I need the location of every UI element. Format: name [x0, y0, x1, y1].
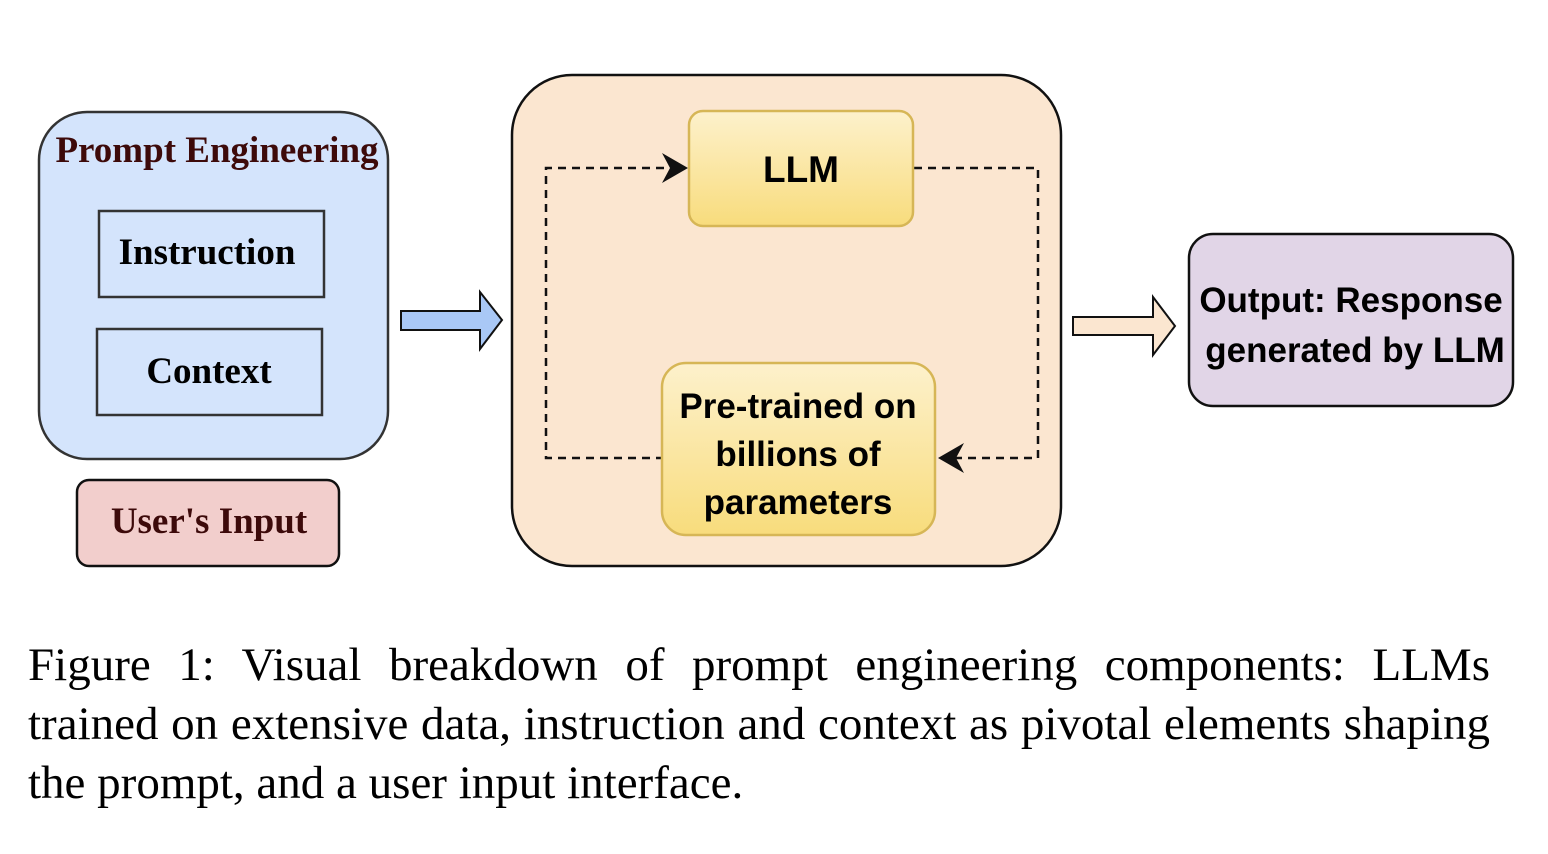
- output-box: [1187, 232, 1515, 408]
- context-box: [95, 327, 324, 417]
- output-group: Output: Response generated by LLM: [1187, 232, 1515, 408]
- input-arrow-icon: [400, 289, 504, 352]
- user-input-group: User's Input: [75, 478, 341, 568]
- loop-arrowhead-icon: [662, 153, 688, 183]
- instruction-label: Instruction: [119, 232, 296, 273]
- pretrained-line-3: parameters: [704, 483, 893, 522]
- llm-label: LLM: [763, 149, 839, 190]
- pretrained-line-1: Pre-trained on: [679, 387, 916, 426]
- prompt-engineering-title: Prompt Engineering: [55, 130, 379, 171]
- user-input-box: [75, 478, 341, 568]
- context-label: Context: [146, 351, 272, 392]
- prompt-engineering-diagram: Prompt Engineering Instruction Context U…: [37, 73, 1515, 568]
- loop-connector-left: [544, 166, 672, 460]
- user-input-label: User's Input: [111, 501, 308, 542]
- prompt-engineering-group: Prompt Engineering Instruction Context: [37, 110, 390, 461]
- output-line-1: Output: Response: [1199, 281, 1502, 320]
- figure-caption: Figure 1: Visual breakdown of prompt eng…: [28, 639, 1490, 809]
- llm-container-group: LLM Pre-trained on billions of parameter…: [510, 73, 1063, 568]
- output-arrow-icon: [1072, 294, 1177, 358]
- loop-arrowhead-icon: [938, 443, 964, 473]
- loop-connector-right: [914, 166, 1040, 460]
- pretrained-box: [660, 361, 937, 537]
- llm-box: [687, 109, 915, 228]
- pretrained-line-2: billions of: [715, 435, 881, 474]
- instruction-box: [97, 209, 326, 299]
- output-line-2: generated by LLM: [1205, 331, 1504, 370]
